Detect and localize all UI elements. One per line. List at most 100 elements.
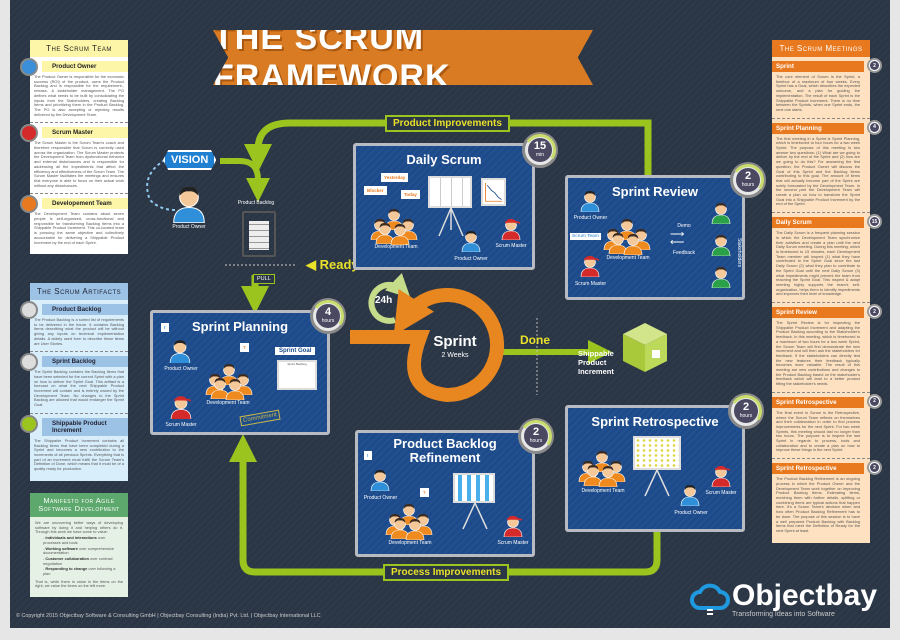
section-text: The Sprint Backlog contains the Backlog …: [34, 369, 124, 408]
team-member-figure: [405, 516, 425, 540]
value-bold: Customer collaboration: [45, 555, 90, 561]
objectbay-logo-icon: [690, 583, 730, 615]
sprint-label: Sprint: [433, 333, 477, 350]
section-heading: Developement Team: [42, 198, 128, 210]
logo-tagline: Transforming Ideas into Software: [732, 611, 835, 618]
vision-loop: [146, 159, 176, 211]
team-member-figure: [623, 231, 643, 255]
product-owner-figure: [370, 467, 390, 491]
daily-cycle-label: 24h: [375, 295, 393, 306]
role-avatar-icon: [20, 195, 38, 214]
product-owner-figure: [580, 188, 600, 212]
section-text: The final event in Scrum is the Retrospe…: [776, 409, 860, 453]
scrum-master-figure: [170, 393, 192, 420]
panel-title: The Scrum Artifacts: [30, 283, 128, 300]
development-team-label: Development Team: [374, 244, 418, 250]
section-heading: Sprint Review: [772, 307, 864, 319]
product-owner-figure: [680, 482, 700, 506]
yesterday-bubble: Yesterday: [381, 173, 409, 182]
development-team-figure: [603, 216, 651, 255]
exclaim-bubble: !: [364, 451, 372, 460]
stakeholder-figure: [711, 264, 731, 288]
product-owner-figure: [172, 182, 206, 223]
product-owner-label: Product Owner: [454, 256, 488, 262]
sprint-planning-box: Sprint Planning ! Product Owner ? Develo…: [150, 310, 330, 435]
scrum-master-figure: [580, 253, 600, 277]
section-heading: Daily Scrum: [772, 217, 864, 229]
increment-box-icon: [623, 323, 667, 372]
role-avatar-icon: [20, 58, 38, 76]
sprint-goal-banner: Sprint Goal: [275, 347, 316, 355]
shippable-increment-label: Shippable Product Increment: [578, 349, 614, 376]
value-rest: over comprehensive documentation: [43, 545, 115, 556]
scrum-master-label: Scrum Master: [495, 243, 527, 249]
product-owner-label: Product Owner: [164, 366, 198, 372]
manifesto-value: Individuals and interactions over proces…: [43, 535, 123, 545]
panel-title: Manifesto for Agile Software Development: [30, 493, 128, 517]
scrum-team-tag: Scrum Team: [570, 233, 601, 240]
demo-label: Demo: [677, 223, 691, 229]
development-team-label: Development Team: [206, 400, 250, 406]
section-heading: Sprint: [772, 61, 864, 72]
section-heading: Product Backlog: [42, 304, 128, 315]
stakeholders-label: Stakeholders: [736, 238, 742, 268]
stakeholder-figure: [711, 232, 731, 256]
timebox-badge-icon: 2: [867, 304, 882, 320]
section-heading: Sprint Retrospective: [772, 463, 864, 475]
sprint-retrospective-box: Sprint Retrospective Development Team Sc…: [565, 405, 745, 532]
scrum-master-label: Scrum Master: [165, 422, 197, 428]
team-member-figure: [390, 221, 410, 245]
manifesto-value: Responding to change over following a pl…: [43, 566, 123, 576]
copyright-footer: © Copyright 2015 Objectbay Software & Co…: [16, 613, 321, 619]
stakeholder-figure: [711, 200, 731, 224]
manifesto-value: Working software over comprehensive docu…: [43, 545, 123, 556]
role-avatar-icon: [20, 353, 38, 372]
product-owner-label: Product Owner: [172, 224, 206, 230]
team-member-figure: [608, 230, 628, 254]
value-rest: over contract negotiation: [43, 555, 113, 566]
section-text: The Product Owner is responsible for the…: [34, 74, 124, 117]
refinement-board: [453, 473, 495, 503]
manifesto-values: Individuals and interactions over proces…: [35, 535, 123, 577]
value-bold: Individuals and interactions: [45, 535, 97, 541]
demo-feedback-arrows: ⟶⟵: [670, 229, 685, 248]
timebox-badge-icon: 15: [867, 214, 882, 230]
product-owner-label: Product Owner: [363, 495, 398, 501]
task-board: [428, 176, 472, 208]
panel-title: The Scrum Team: [30, 40, 128, 57]
section-text: The first meeting in a Sprint is Sprint …: [776, 135, 860, 207]
objectbay-logo-text: Objectbay: [732, 579, 878, 612]
team-member-figure: [598, 463, 618, 487]
title-banner: THE SCRUM FRAMEWORK: [213, 30, 593, 85]
value-bold: Working software: [45, 545, 78, 551]
team-member-figure: [384, 206, 404, 230]
box-title: Sprint Review: [612, 184, 698, 199]
team-member-figure: [225, 376, 245, 400]
product-owner-label: Product Owner: [573, 215, 608, 221]
timebox-badge-icon: 2: [867, 460, 882, 476]
daily-scrum-box: Daily Scrum Blocker Yesterday Today Deve…: [353, 143, 535, 270]
ready-label: ◀ Ready: [306, 257, 359, 272]
sprint-cycle-ring: [350, 288, 505, 403]
question-bubble: ?: [420, 488, 429, 497]
product-owner-figure: [461, 228, 481, 252]
section-heading: Sprint Planning: [772, 122, 864, 134]
blocker-bubble: Blocker: [364, 186, 387, 195]
page-title: THE SCRUM FRAMEWORK: [213, 18, 451, 96]
section-heading: Sprint Backlog: [42, 356, 128, 368]
timebox-badge-icon: 4: [867, 119, 882, 135]
scrum-master-label: Scrum Master: [497, 540, 529, 546]
timebox-badge-icon: 2: [867, 393, 882, 409]
